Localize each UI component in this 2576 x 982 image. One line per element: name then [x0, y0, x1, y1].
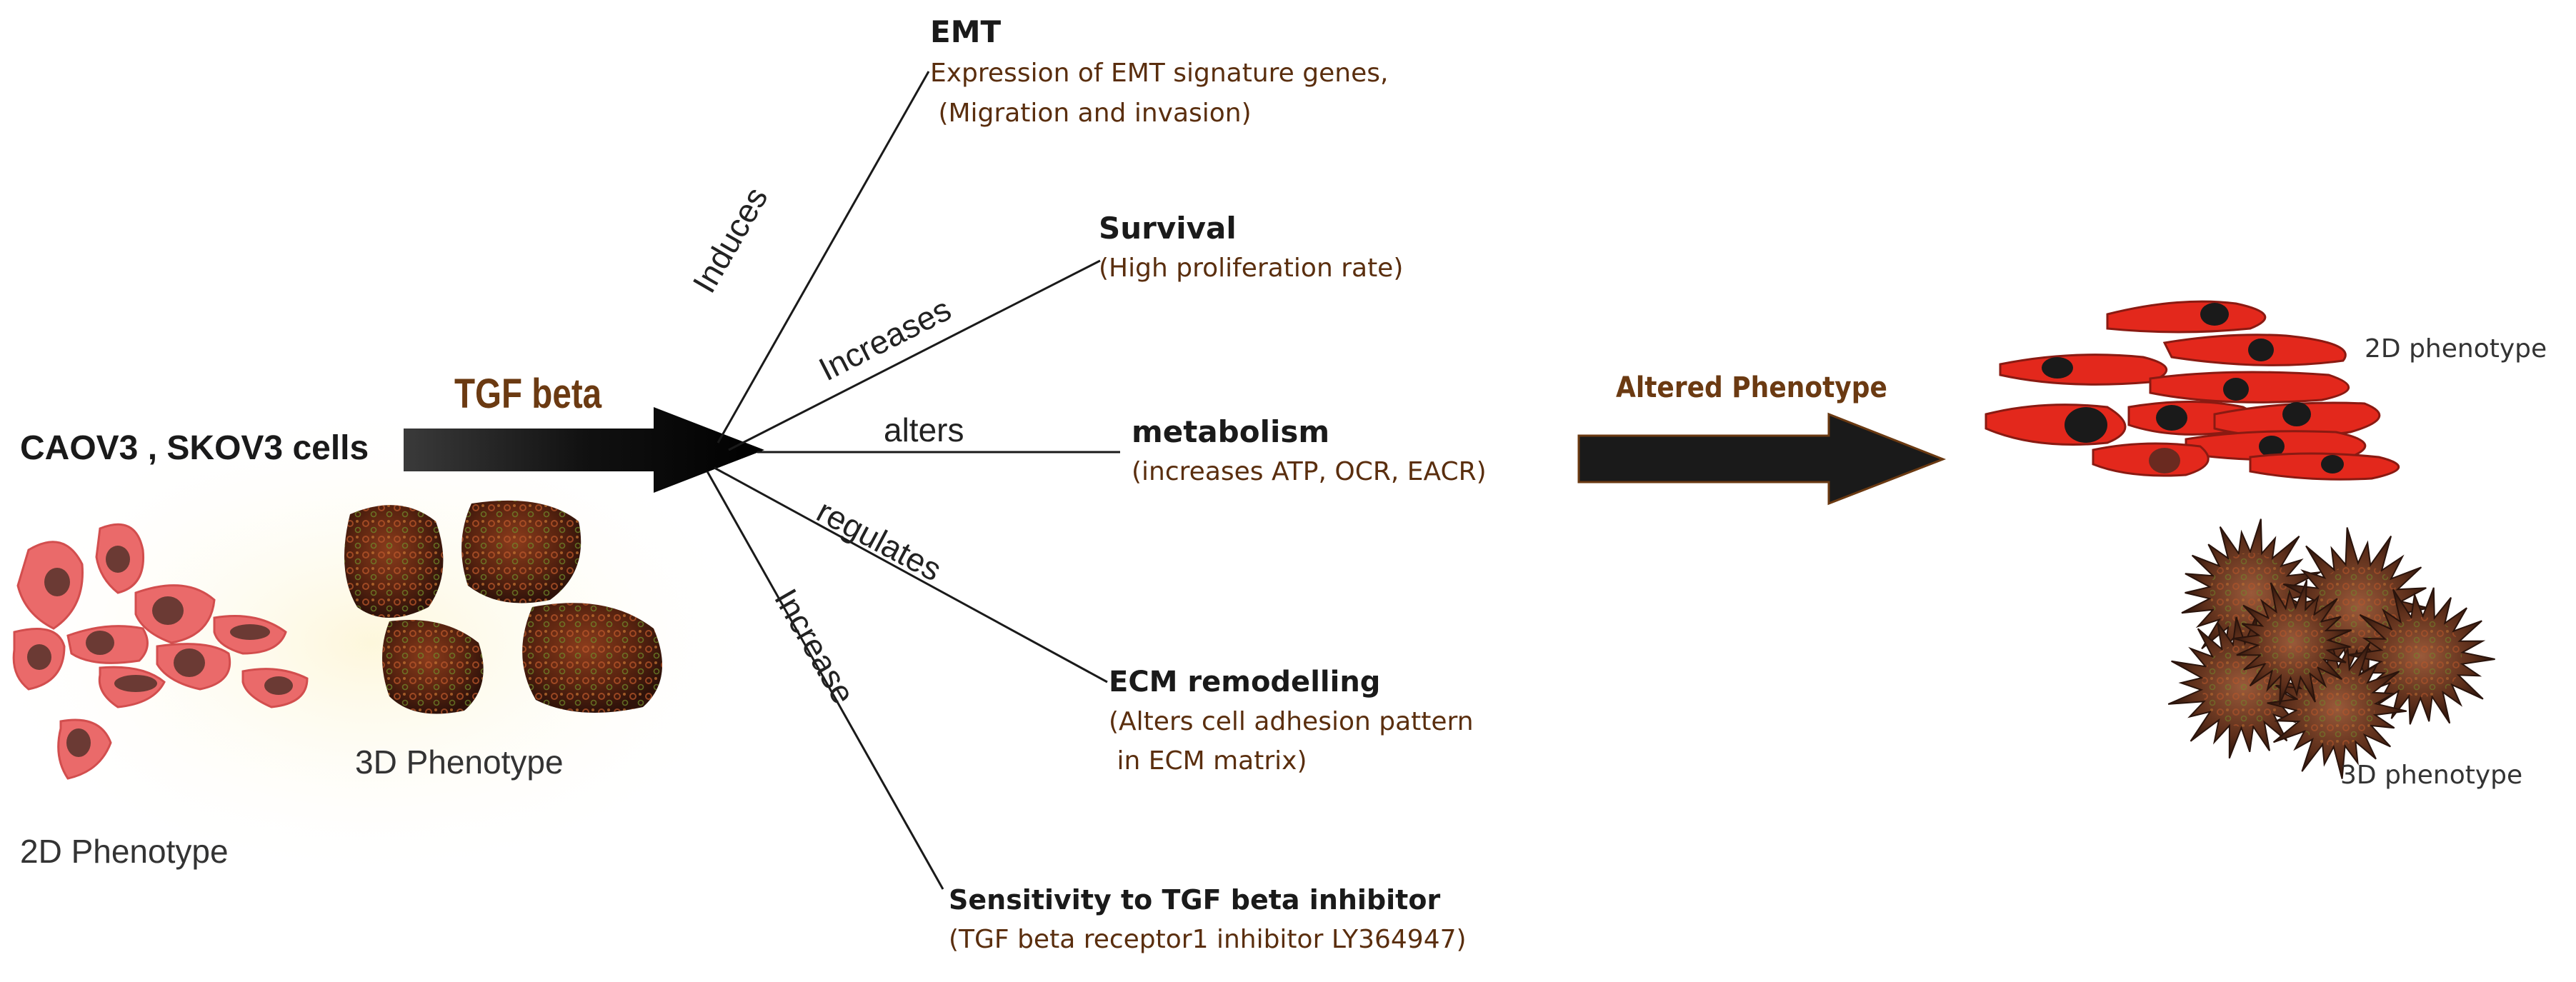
branch-title-ecm: ECM remodelling	[1109, 666, 1381, 698]
verb-alters: alters	[884, 411, 964, 449]
2d-cell-icon	[2149, 371, 2350, 404]
branch-title-emt: EMT	[930, 14, 1002, 49]
2d-cell-icon	[213, 615, 287, 655]
3d-spheroid-icon	[344, 505, 444, 618]
stellate-spheroid-icon	[2347, 587, 2495, 725]
2d-cell-icon	[16, 541, 84, 630]
2d-phenotype-label-left: 2D Phenotype	[20, 833, 229, 870]
altered-arrow-icon	[1577, 412, 1947, 506]
2d-cell-icon	[95, 523, 145, 594]
2d-cell-icon	[1985, 404, 2127, 446]
left-2d-cells	[12, 523, 309, 780]
3d-spheroid-icon	[461, 500, 581, 603]
branch-line-ecm	[714, 466, 1108, 683]
branch-line-sensitivity	[706, 471, 944, 890]
2d-cell-icon	[1999, 354, 2167, 386]
altered-phenotype-label: Altered Phenotype	[1616, 371, 1887, 404]
2d-cell-icon	[12, 628, 66, 691]
cells-label: CAOV3 , SKOV3 cells	[20, 429, 369, 467]
branch-line-emt	[717, 71, 930, 444]
3d-spheroid-icon	[522, 603, 662, 713]
branch-detail-sensitivity: (TGF beta receptor1 inhibitor LY364947)	[949, 925, 1467, 954]
tgf-beta-label: TGF beta	[454, 371, 602, 417]
branch-detail-emt-1: Expression of EMT signature genes,	[930, 59, 1389, 88]
right-3d-spheroids	[2167, 518, 2495, 779]
3d-phenotype-label-left: 3D Phenotype	[355, 743, 564, 781]
branch-title-survival: Survival	[1099, 211, 1237, 246]
stellate-spheroid-icon	[2267, 636, 2407, 779]
2d-cell-icon	[2213, 401, 2381, 438]
branch-detail-ecm-1: (Alters cell adhesion pattern	[1109, 707, 1474, 736]
2d-cell-icon	[134, 584, 216, 644]
branch-title-sensitivity: Sensitivity to TGF beta inhibitor	[949, 884, 1441, 916]
3d-spheroid-icon	[382, 620, 484, 714]
branch-fan-lines	[706, 71, 1120, 890]
2d-cell-icon	[66, 625, 149, 664]
2d-cell-icon	[2092, 442, 2210, 477]
left-3d-spheroids	[344, 500, 662, 714]
3d-phenotype-label-right: 3D phenotype	[2340, 761, 2523, 790]
2d-cell-icon	[57, 718, 112, 780]
branch-detail-emt-2: (Migration and invasion)	[930, 99, 1252, 128]
main-arrow-icon	[404, 407, 764, 493]
branch-title-metabolism: metabolism	[1132, 414, 1330, 449]
2d-cell-icon	[2162, 334, 2347, 366]
branch-line-survival	[728, 259, 1101, 451]
branch-detail-metabolism: (increases ATP, OCR, EACR)	[1132, 457, 1487, 486]
2d-cell-icon	[156, 643, 231, 691]
2d-phenotype-label-right: 2D phenotype	[2365, 334, 2547, 364]
2d-cell-icon	[2106, 300, 2267, 334]
2d-cell-icon	[241, 668, 309, 708]
2d-cell-icon	[2249, 452, 2400, 481]
2d-cell-icon	[98, 666, 166, 708]
branch-detail-survival: (High proliferation rate)	[1099, 254, 1404, 283]
branch-detail-ecm-2: in ECM matrix)	[1109, 746, 1307, 776]
right-2d-cells	[1985, 300, 2400, 481]
stellate-spheroid-icon	[2233, 579, 2352, 706]
